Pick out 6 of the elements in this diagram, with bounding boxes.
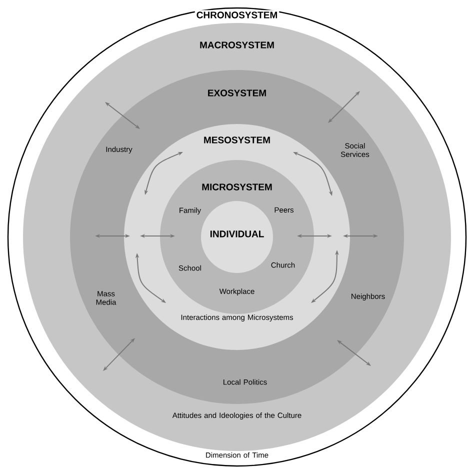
- ring-heading: CHRONOSYSTEM: [194, 10, 280, 20]
- ring-heading: MACROSYSTEM: [200, 42, 274, 48]
- ring-heading: INDIVIDUAL: [210, 230, 264, 238]
- ring-heading: MESOSYSTEM: [204, 136, 270, 144]
- ring-heading: MICROSYSTEM: [202, 184, 272, 190]
- ring-heading: EXOSYSTEM: [208, 90, 266, 96]
